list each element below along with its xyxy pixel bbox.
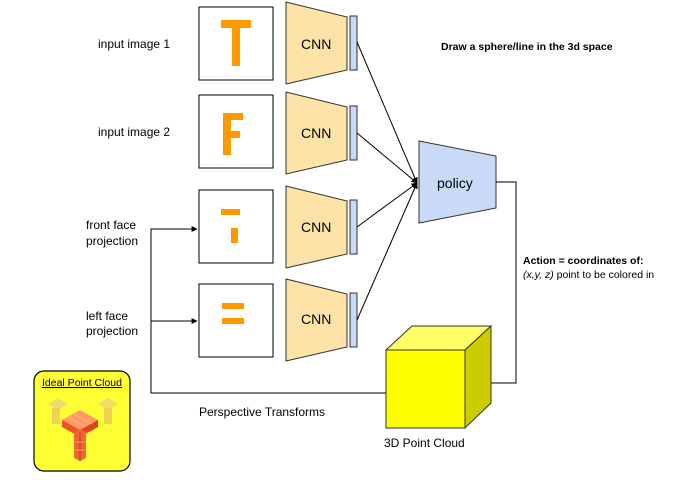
perspective-transform-arrows [150,226,386,394]
action-detail-rest: point to be colored in [554,269,655,281]
action-label: Action = coordinates of: [523,255,643,267]
policy-to-cloud-arrow [480,181,517,386]
input-image-2-box [198,94,274,169]
ideal-point-cloud-label: Ideal Point Cloud [42,377,122,389]
front-face-label-line2: projection [86,234,138,248]
feature-vector-4 [349,292,358,348]
left-face-label-line2: projection [86,324,138,338]
front-face-projection-box [198,189,274,264]
left-face-projection-box [198,283,274,358]
policy-label: policy [437,175,473,191]
cnn-block-1: CNN [285,1,348,85]
cnn-block-3: CNN [285,185,348,269]
action-detail: (x,y, z) point to be colored in [523,269,654,281]
cnn-label: CNN [301,311,331,327]
cnn-block-2: CNN [285,91,348,175]
front-face-label-line1: front face [86,218,136,232]
feature-to-policy-arrows [356,41,418,321]
cnn-label: CNN [301,219,331,235]
feature-vector-3 [349,199,358,255]
perspective-transforms-label: Perspective Transforms [199,405,325,419]
point-cloud-label: 3D Point Cloud [384,436,465,450]
task-description: Draw a sphere/line in the 3d space [441,41,613,53]
left-face-label-line1: left face [86,309,128,323]
cnn-block-4: CNN [285,278,348,362]
feature-vector-2 [349,105,358,161]
point-cloud-cube [384,324,493,430]
input-image-2-label: input image 2 [98,125,170,139]
policy-block: policy [418,140,497,224]
cnn-label: CNN [301,36,331,52]
input-image-1-label: input image 1 [98,37,170,51]
input-image-1-box [198,6,274,81]
cnn-label: CNN [301,125,331,141]
action-coords: (x,y, z) [523,269,554,281]
ideal-point-cloud-render [48,398,118,461]
feature-vector-1 [349,15,358,71]
